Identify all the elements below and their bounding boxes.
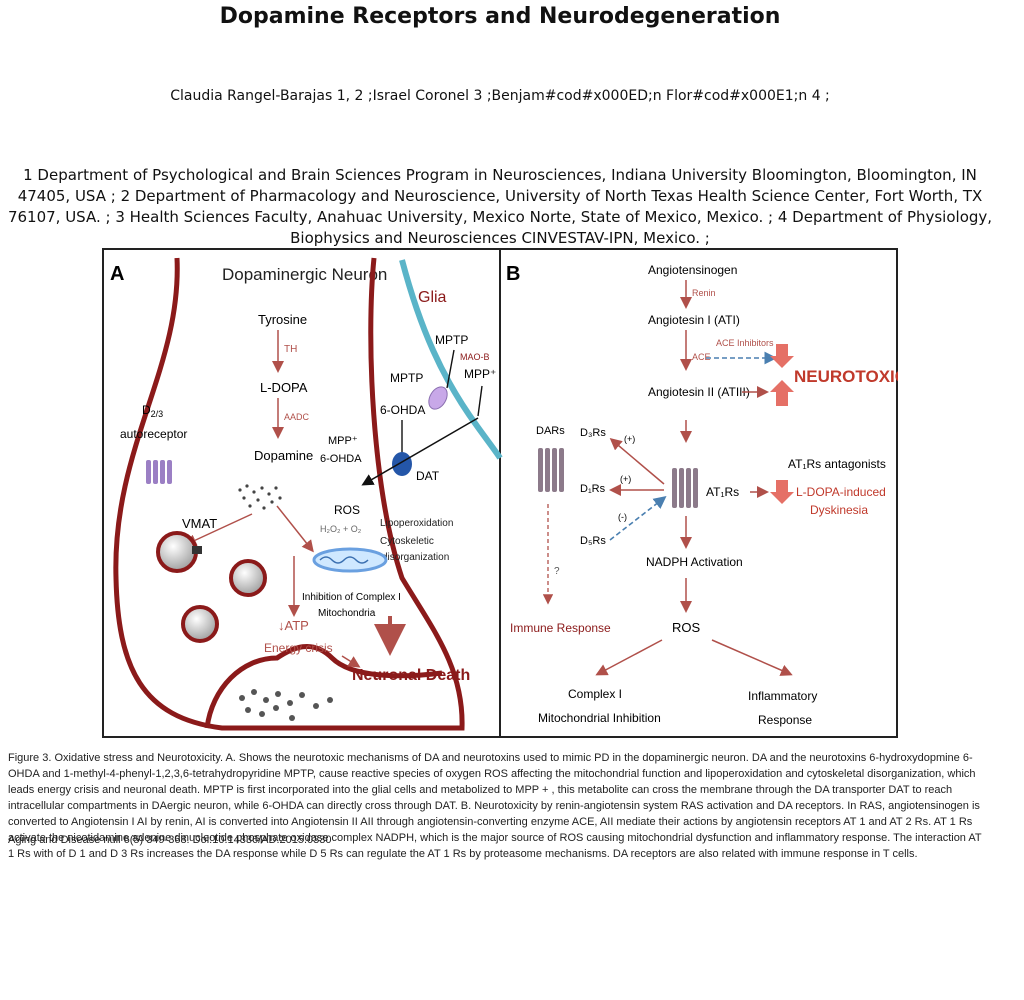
d1rs-label: D₁Rs xyxy=(580,483,606,495)
dyskinesia-down-icon xyxy=(770,480,794,504)
vmat-label: VMAT xyxy=(182,516,217,531)
ros-label: ROS xyxy=(334,503,360,517)
complex-i-label-2: Mitochondrial Inhibition xyxy=(538,711,661,725)
ati-label: Angiotesin I (ATI) xyxy=(648,313,740,327)
ldopa-dyskinesia-label-2: Dyskinesia xyxy=(810,503,868,517)
figure-3: A Dopaminergic Neuron Glia Tyrosine TH L… xyxy=(102,248,934,738)
mitochondrion-cristae xyxy=(319,556,369,564)
panel-b-letter: B xyxy=(506,263,520,285)
vmat-transporter-icon xyxy=(192,546,202,554)
synaptic-terminal xyxy=(204,643,443,729)
panel-a-letter: A xyxy=(110,263,124,285)
dars-receptor-icon xyxy=(538,448,564,492)
dopamine-label: Dopamine xyxy=(254,448,313,463)
inflam-label-1: Inflammatory xyxy=(748,689,817,703)
at1-receptor-icon xyxy=(672,468,698,508)
energy-crisis-label: Energy crisis xyxy=(264,641,333,655)
d3rs-label: D₃Rs xyxy=(580,427,606,439)
tyrosine-label: Tyrosine xyxy=(258,312,307,327)
mptp-transporter-icon xyxy=(428,386,448,410)
vesicle-1 xyxy=(156,531,198,573)
mitochondrion-icon xyxy=(312,547,388,573)
h2o2-label: H₂O₂ + O₂ xyxy=(320,524,362,534)
dat-transporter-icon xyxy=(392,452,412,476)
figure-caption: Figure 3. Oxidative stress and Neurotoxi… xyxy=(8,752,982,860)
mptp-top-label: MPTP xyxy=(435,333,468,347)
at1-d3-arrow xyxy=(609,438,665,485)
neuronal-death-label: Neuronal Death xyxy=(352,667,470,684)
inhib-label-2: Mitochondria xyxy=(318,608,376,619)
immune-response-label: Immune Response xyxy=(510,621,611,635)
ros-arrow xyxy=(276,505,314,553)
dars-label: DARs xyxy=(536,425,565,437)
mptp-link xyxy=(446,349,455,389)
neurotoxicity-label: NEUROTOXICITY xyxy=(794,367,898,386)
ros-complex-arrow xyxy=(595,639,663,676)
d5-at1-arrow xyxy=(609,496,667,541)
minus-label: (-) xyxy=(618,512,627,522)
journal-citation: Aging and Disease null 6(5) 349-368. Doi… xyxy=(8,834,332,846)
ros-inflam-arrow xyxy=(711,639,793,676)
question-label: ? xyxy=(554,566,560,577)
ace-label: ACE xyxy=(692,352,711,362)
vesicle-3 xyxy=(181,605,219,643)
nadph-label: NADPH Activation xyxy=(646,555,743,569)
panel-a: A Dopaminergic Neuron Glia Tyrosine TH L… xyxy=(110,257,503,731)
d23-label: D2/3 xyxy=(142,403,163,419)
mpp-label: MPP⁺ xyxy=(328,435,358,447)
d23-receptor-icon xyxy=(146,460,172,484)
lipo-label: Lipoperoxidation xyxy=(380,518,453,529)
atp-label: ↓ATP xyxy=(278,618,309,633)
neurotox-down-icon xyxy=(770,344,794,368)
plus-label-2: (+) xyxy=(620,474,631,484)
ros-b-label: ROS xyxy=(672,620,701,635)
energy-arrow xyxy=(341,655,361,668)
renin-label: Renin xyxy=(692,288,716,298)
ace-inhibitors-label: ACE Inhibitors xyxy=(716,338,774,348)
vesicle-2 xyxy=(229,559,267,597)
complex-i-label-1: Complex I xyxy=(568,687,622,701)
neurotox-up-icon xyxy=(770,380,794,406)
vmat-arrow xyxy=(184,513,253,546)
angiotensinogen-label: Angiotensinogen xyxy=(648,263,737,277)
inhib-label-1: Inhibition of Complex I xyxy=(302,592,401,603)
dopamine-molecules xyxy=(238,484,282,510)
d5rs-label: D₅Rs xyxy=(580,535,606,547)
at1rs-label: AT₁Rs xyxy=(706,485,739,499)
maob-label: MAO-B xyxy=(460,352,490,362)
figure-diagram: A Dopaminergic Neuron Glia Tyrosine TH L… xyxy=(102,248,934,738)
plus-label-1: (+) xyxy=(624,434,635,444)
mpp-link xyxy=(477,385,483,417)
dat-entry-arrow xyxy=(361,417,479,486)
autoreceptor-label: autoreceptor xyxy=(120,427,187,441)
ldopa-dyskinesia-label-1: L-DOPA-induced xyxy=(796,485,886,499)
mptp-left-label: MPTP xyxy=(390,371,423,385)
ldopa-label: L-DOPA xyxy=(260,380,308,395)
aadc-label: AADC xyxy=(284,412,310,422)
at1-antagonists-label: AT₁Rs antagonists xyxy=(788,457,886,471)
paper-title: Dopamine Receptors and Neurodegeneration xyxy=(219,4,781,29)
th-label: TH xyxy=(284,344,297,355)
cyto-label-2: disorganization xyxy=(382,552,449,563)
mpp-plus-label: MPP⁺ xyxy=(464,367,496,381)
ohda-label-inner: 6-OHDA xyxy=(320,453,362,465)
ohda-label: 6-OHDA xyxy=(380,403,425,417)
inflam-label-2: Response xyxy=(758,713,812,727)
dat-label: DAT xyxy=(416,469,440,483)
panel-a-title: Dopaminergic Neuron xyxy=(222,265,387,284)
glia-label: Glia xyxy=(418,289,447,306)
neuron-membrane xyxy=(113,257,465,731)
cyto-label-1: Cytoskeletic xyxy=(380,536,434,547)
atii-label: Angiotesin II (ATIII) xyxy=(648,385,750,399)
affiliations: 1 Department of Psychological and Brain … xyxy=(7,166,993,247)
glia-membrane xyxy=(399,259,503,460)
author-list: Claudia Rangel-Barajas 1, 2 ;Israel Coro… xyxy=(170,88,830,104)
released-dopamine xyxy=(239,689,333,721)
